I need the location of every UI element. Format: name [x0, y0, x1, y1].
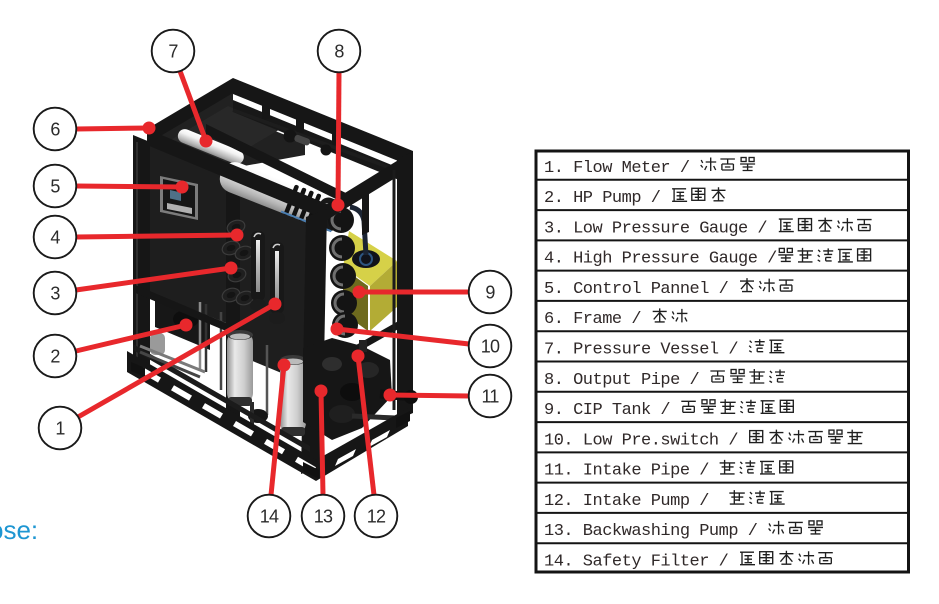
svg-text:6: 6 [50, 119, 60, 139]
svg-text:4: 4 [50, 227, 60, 247]
svg-text:7. Pressure Vessel /: 7. Pressure Vessel / [544, 341, 738, 360]
svg-text:5: 5 [50, 176, 60, 196]
svg-text:4. High Pressure Gauge /: 4. High Pressure Gauge / [544, 250, 777, 269]
svg-text:11: 11 [481, 386, 499, 406]
svg-text:12: 12 [367, 506, 386, 526]
svg-text:8: 8 [334, 41, 344, 61]
svg-text:ose:: ose: [0, 515, 38, 545]
svg-text:3. Low Pressure Gauge /: 3. Low Pressure Gauge / [544, 219, 767, 238]
svg-text:7: 7 [168, 41, 178, 61]
svg-text:10. Low Pre.switch /: 10. Low Pre.switch / [544, 431, 738, 450]
svg-text:9: 9 [485, 282, 495, 302]
svg-text:5. Control Pannel /: 5. Control Pannel / [544, 280, 729, 299]
svg-text:11. Intake Pipe /: 11. Intake Pipe / [544, 462, 709, 481]
svg-text:10: 10 [481, 336, 500, 356]
svg-text:13. Backwashing Pump /: 13. Backwashing Pump / [544, 522, 758, 541]
svg-text:13: 13 [314, 506, 333, 526]
svg-text:2: 2 [50, 346, 60, 366]
svg-text:3: 3 [50, 283, 60, 303]
svg-text:9. CIP Tank /: 9. CIP Tank / [544, 401, 670, 420]
svg-text:14. Safety Filter /: 14. Safety Filter / [544, 553, 729, 572]
svg-text:6. Frame /: 6. Frame / [544, 310, 641, 329]
svg-text:1: 1 [55, 418, 65, 438]
svg-text:12. Intake Pump /: 12. Intake Pump / [544, 492, 709, 511]
svg-text:1. Flow Meter /: 1. Flow Meter / [544, 159, 690, 178]
svg-text:14: 14 [260, 506, 279, 526]
svg-text:8. Output Pipe /: 8. Output Pipe / [544, 371, 700, 390]
svg-text:2. HP Pump /: 2. HP Pump / [544, 189, 661, 208]
